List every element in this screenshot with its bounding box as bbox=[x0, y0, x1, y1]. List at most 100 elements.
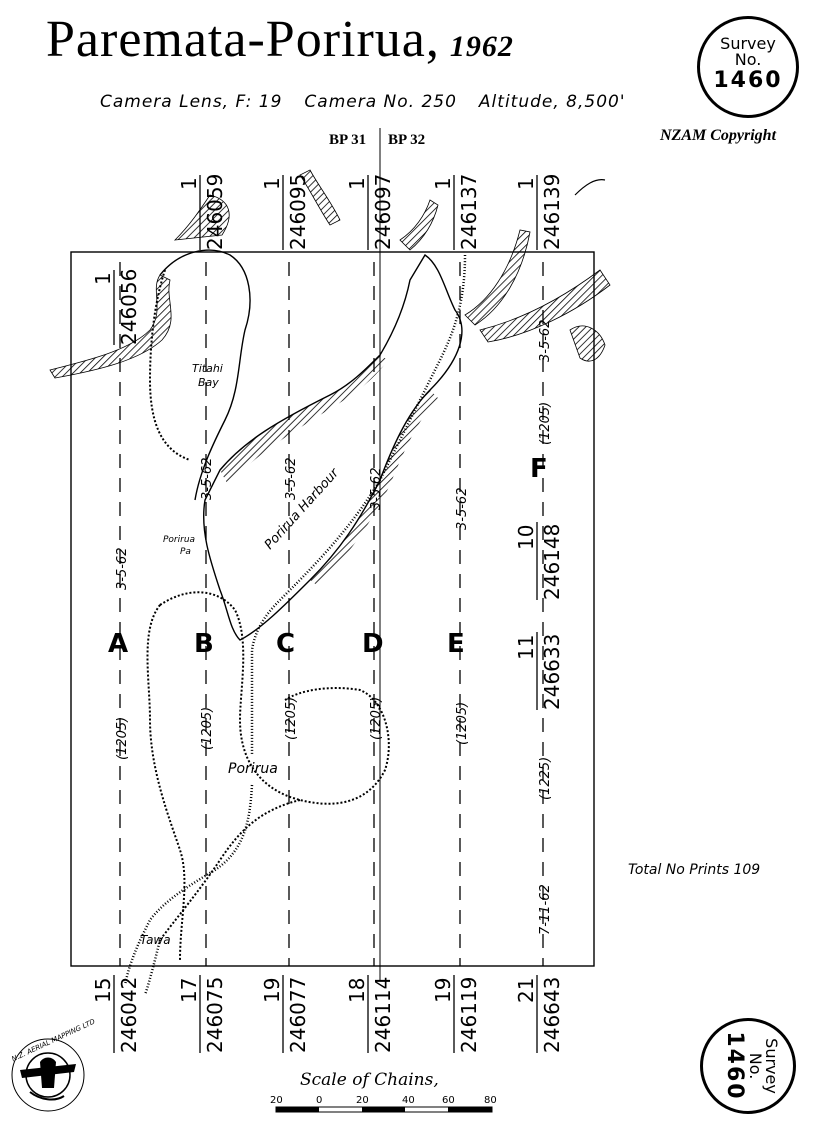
east-coast-hatch-3 bbox=[569, 325, 606, 362]
bottom-label-6: 246643 21 bbox=[514, 975, 564, 1053]
inner-top-label-num: 1 bbox=[91, 272, 115, 285]
scale-tick-5: 60 bbox=[442, 1095, 455, 1106]
camera-lens: Camera Lens, F: 19 bbox=[100, 92, 283, 112]
copyright-text: NZAM Copyright bbox=[660, 127, 777, 144]
focal-labels: (1205) (1205) (1205) (1205) (1205) (1205… bbox=[115, 402, 553, 800]
run-date-b: 3-5-62 bbox=[200, 458, 215, 500]
bottom-label-4-film: 246114 bbox=[371, 977, 395, 1053]
titahi-boundary bbox=[148, 269, 191, 461]
bottom-label-1-film: 246042 bbox=[117, 977, 141, 1053]
top-label-4-film: 246137 bbox=[457, 174, 481, 250]
run-date-c: 3-5-62 bbox=[284, 458, 299, 500]
harbour-hatch-south bbox=[310, 390, 438, 586]
scale-tick-2: 0 bbox=[316, 1095, 322, 1106]
bottom-label-6-film: 246643 bbox=[540, 977, 564, 1053]
top-label-2-film: 246095 bbox=[286, 174, 310, 250]
bp-left-label: BP 31 bbox=[329, 132, 367, 148]
camera-number: Camera No. 250 bbox=[304, 92, 457, 112]
top-label-4-num: 1 bbox=[431, 177, 455, 190]
top-photo-labels: 246059 1 246095 1 246097 1 246137 1 2461… bbox=[91, 174, 564, 345]
scale-tick-3: 20 bbox=[356, 1095, 369, 1106]
place-porirua-pa: Porirua bbox=[163, 535, 195, 545]
camera-info: Camera Lens, F: 19 Camera No. 250 Altitude… bbox=[100, 92, 648, 112]
extra-date: 7-11-62 bbox=[538, 884, 553, 935]
run-dates: 3-5-62 3-5-62 3-5-62 3-5-62 3-5-62 3-5-6… bbox=[115, 320, 553, 935]
mid-photo-labels: 246148 10 246633 11 bbox=[514, 522, 564, 710]
place-tawa: Tawa bbox=[140, 933, 171, 947]
focal-label-f2: (1225) bbox=[538, 757, 553, 800]
top-label-2-num: 1 bbox=[260, 177, 284, 190]
north-coast-hatch-2 bbox=[299, 169, 341, 226]
place-porirua: Porirua bbox=[228, 761, 278, 777]
focal-label-c: (1205) bbox=[284, 697, 299, 740]
altitude: Altitude, 8,500' bbox=[478, 92, 626, 112]
west-boundary bbox=[146, 604, 186, 961]
run-date-a: 3-5-62 bbox=[115, 548, 130, 590]
badge-survey-label: Survey bbox=[720, 34, 776, 53]
run-letters: A B C D E F bbox=[108, 454, 548, 659]
bottom-label-2: 246075 17 bbox=[177, 975, 227, 1053]
scale-title: Scale of Chains, bbox=[300, 1070, 439, 1090]
run-letter-c: C bbox=[276, 629, 295, 659]
title-text: Paremata-Porirua, bbox=[46, 11, 440, 68]
mid-label-2-num: 11 bbox=[514, 635, 538, 660]
northeast-coast-line bbox=[574, 179, 606, 196]
scale-tick-4: 40 bbox=[402, 1095, 415, 1106]
east-coast-hatch-1 bbox=[464, 229, 531, 326]
bp-right-label: BP 32 bbox=[388, 132, 426, 148]
run-letter-b: B bbox=[194, 629, 214, 659]
top-label-3: 246097 1 bbox=[345, 174, 395, 250]
bottom-label-3-num: 19 bbox=[260, 978, 284, 1003]
focal-label-b: (1205) bbox=[200, 707, 215, 750]
mid-label-2: 246633 11 bbox=[514, 632, 564, 710]
top-label-1: 246059 1 bbox=[177, 174, 227, 250]
railway-line-north bbox=[250, 254, 467, 755]
top-label-3-num: 1 bbox=[345, 177, 369, 190]
mid-label-2-film: 246633 bbox=[540, 634, 564, 710]
bottom-label-1-num: 15 bbox=[91, 978, 115, 1003]
badge-number: 1460 bbox=[713, 68, 783, 93]
run-letter-a: A bbox=[108, 629, 128, 659]
railway-line-south bbox=[123, 784, 254, 986]
western-coast-hatch bbox=[49, 274, 172, 379]
bottom-label-5-num: 19 bbox=[431, 978, 455, 1003]
harbour-coastline bbox=[202, 254, 463, 641]
focal-label-d: (1205) bbox=[369, 697, 384, 740]
survey-badge-top: Survey No. 1460 bbox=[697, 16, 799, 118]
bottom-label-3: 246077 19 bbox=[260, 975, 310, 1053]
total-prints: Total No Prints 109 bbox=[628, 862, 761, 878]
scale-tick-1: 20 bbox=[270, 1095, 283, 1106]
run-date-e: 3-5-62 bbox=[455, 488, 470, 530]
run-letter-f: F bbox=[530, 454, 548, 484]
north-coast-hatch-1 bbox=[173, 194, 230, 241]
top-label-5-film: 246139 bbox=[540, 174, 564, 250]
bottom-label-1: 246042 15 bbox=[91, 975, 141, 1053]
top-label-2: 246095 1 bbox=[260, 174, 310, 250]
scale-tick-6: 80 bbox=[484, 1095, 497, 1106]
run-date-d: 3-5-62 bbox=[369, 468, 384, 510]
place-titahi: Titahi bbox=[192, 362, 223, 375]
map-frame bbox=[70, 251, 595, 967]
flight-lines bbox=[119, 262, 544, 966]
inner-top-label: 246056 1 bbox=[91, 269, 141, 345]
focal-label-e: (1205) bbox=[455, 702, 470, 745]
bottom-label-5-film: 246119 bbox=[457, 977, 481, 1053]
bottom-label-2-num: 17 bbox=[177, 978, 201, 1003]
mid-label-1-film: 246148 bbox=[540, 524, 564, 600]
north-coast-hatch-3 bbox=[399, 199, 439, 251]
top-label-3-film: 246097 bbox=[371, 174, 395, 250]
place-pa: Pa bbox=[180, 547, 191, 557]
east-coast-hatch-2 bbox=[479, 269, 611, 343]
top-label-1-num: 1 bbox=[177, 177, 201, 190]
bottom-label-6-num: 21 bbox=[514, 978, 538, 1003]
mid-label-1-num: 10 bbox=[514, 525, 538, 550]
bottom-label-3-film: 246077 bbox=[286, 977, 310, 1053]
place-bay: Bay bbox=[198, 376, 219, 389]
place-harbour: Porirua Harbour bbox=[262, 465, 343, 553]
top-label-5: 246139 1 bbox=[514, 174, 564, 250]
bottom-label-5: 246119 19 bbox=[431, 975, 481, 1053]
top-label-4: 246137 1 bbox=[431, 174, 481, 250]
run-letter-e: E bbox=[447, 629, 465, 659]
top-label-5-num: 1 bbox=[514, 177, 538, 190]
